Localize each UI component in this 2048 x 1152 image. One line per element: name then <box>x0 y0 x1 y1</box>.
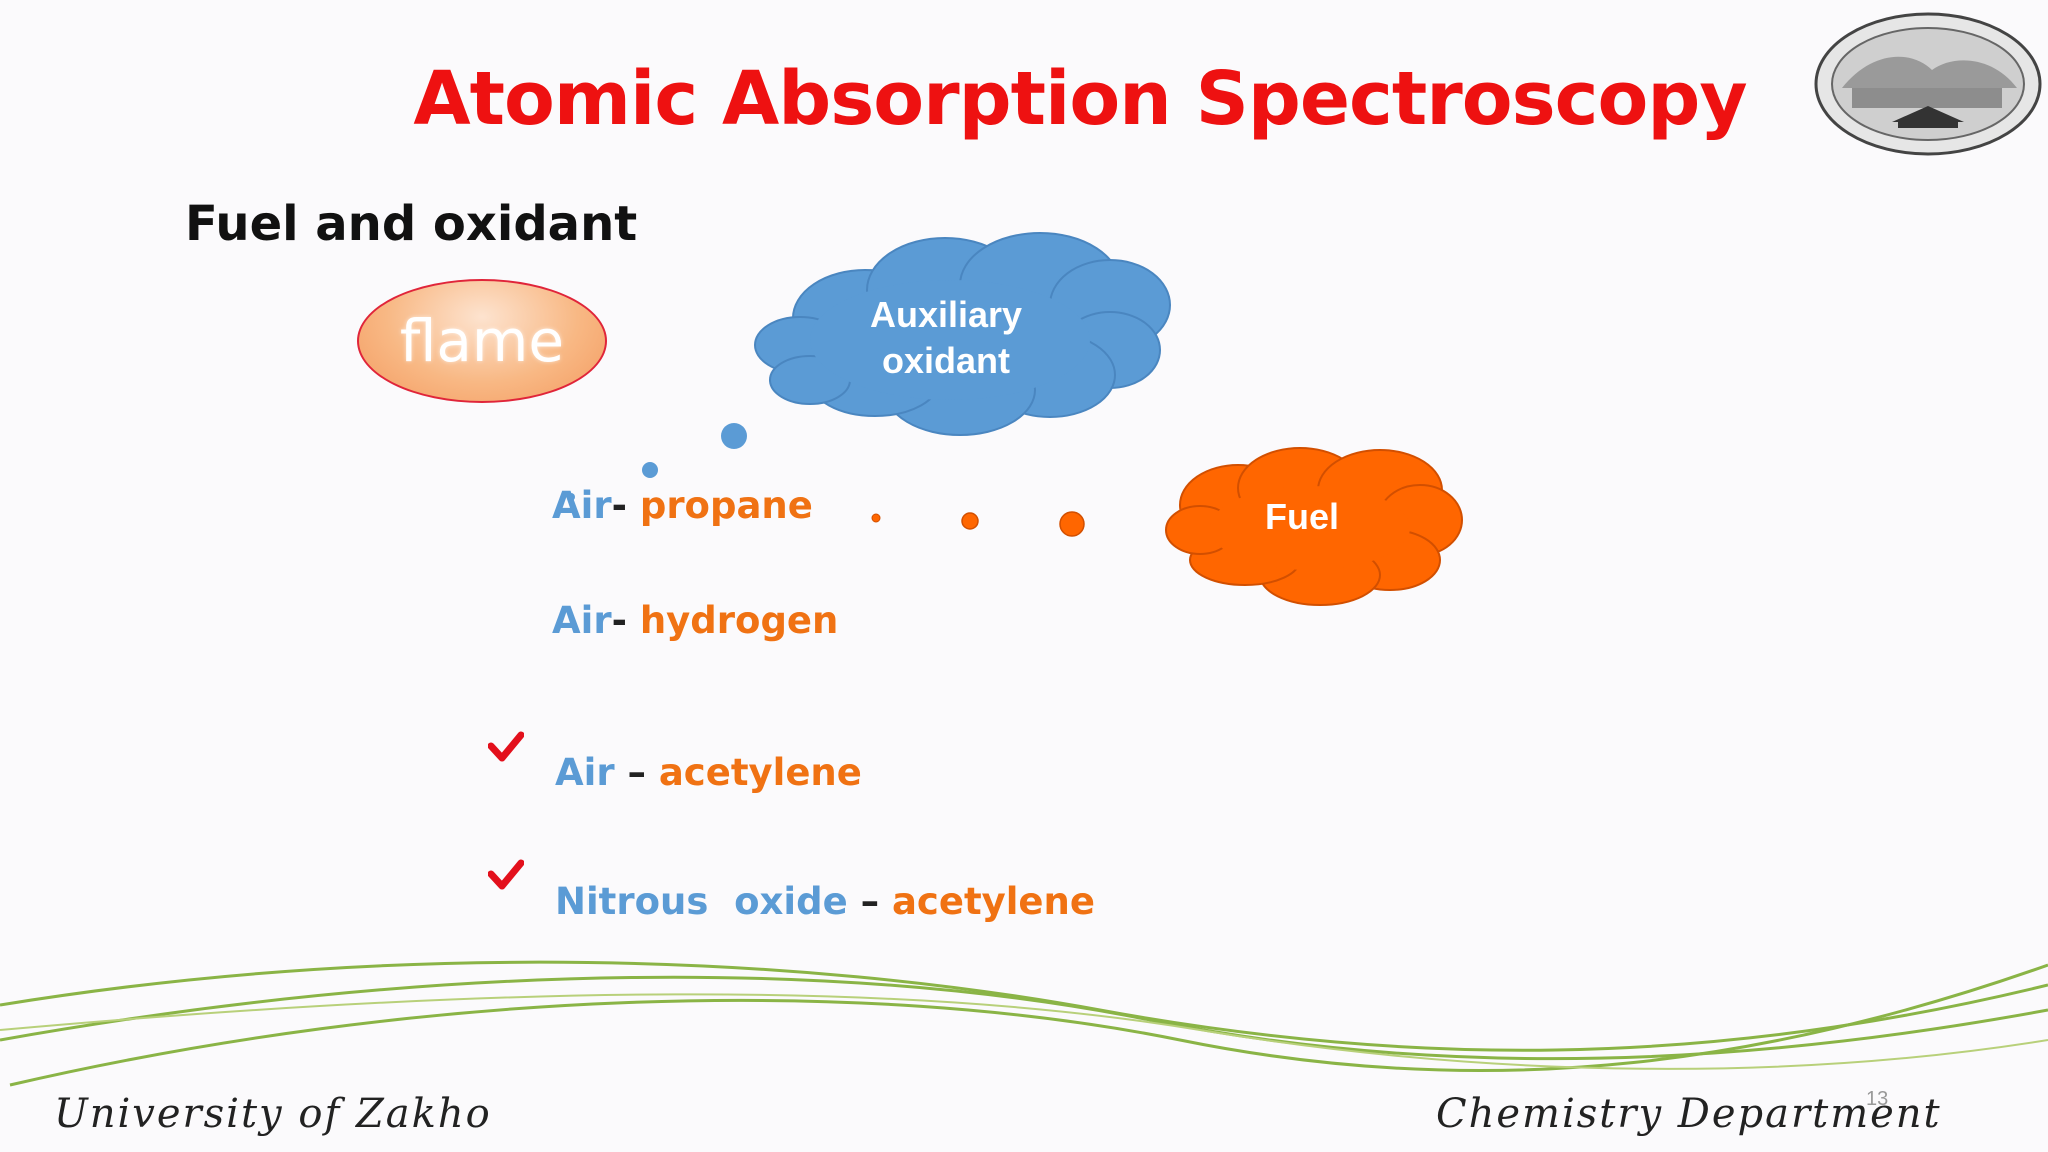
fuel-name: propane <box>639 484 813 527</box>
section-subtitle: Fuel and oxidant <box>185 196 638 252</box>
thought-dot <box>721 423 747 449</box>
combination-item: Nitrous oxide – acetylene <box>555 880 1095 923</box>
footer-university: University of Zakho <box>54 1091 492 1137</box>
fuel-label: Fuel <box>1264 496 1339 537</box>
oxidant-name: Nitrous oxide <box>555 880 848 923</box>
auxiliary-oxidant-line-2: oxidant <box>881 340 1010 381</box>
fuel-cloud <box>1165 447 1463 606</box>
combination-item: Air- propane <box>552 484 813 527</box>
separator: – <box>847 880 892 923</box>
fuel-name: acetylene <box>658 751 862 794</box>
fuel-name: acetylene <box>891 880 1095 923</box>
auxiliary-oxidant-label: Auxiliary oxidant <box>846 292 1046 384</box>
thought-dot <box>567 493 575 501</box>
separator: – <box>614 751 659 794</box>
separator: - <box>611 484 640 527</box>
thought-dot <box>1059 511 1085 537</box>
footer-waves <box>0 960 2048 1087</box>
slide-title: Atomic Absorption Spectroscopy <box>413 56 1747 142</box>
separator: - <box>611 599 640 642</box>
oxidant-name: Air <box>552 484 612 527</box>
checkmark-icon <box>488 731 524 762</box>
oxidant-name: Air <box>555 751 615 794</box>
flame-label: flame <box>399 307 565 375</box>
thought-dot <box>871 513 881 523</box>
thought-dot <box>642 462 658 478</box>
auxiliary-oxidant-line-1: Auxiliary <box>869 294 1023 335</box>
auxiliary-oxidant-cloud <box>754 232 1171 436</box>
university-logo <box>1814 12 2042 156</box>
combination-item: Air – acetylene <box>555 751 862 794</box>
thought-dot <box>961 512 979 530</box>
fuel-name: hydrogen <box>639 599 839 642</box>
oxidant-name: Air <box>552 599 612 642</box>
combination-item: Air- hydrogen <box>552 599 838 642</box>
checkmark-icon <box>488 859 524 890</box>
page-number: 13 <box>1866 1088 1889 1110</box>
flame-oval: flame <box>357 279 607 403</box>
footer-department: Chemistry Department <box>1436 1091 1942 1137</box>
